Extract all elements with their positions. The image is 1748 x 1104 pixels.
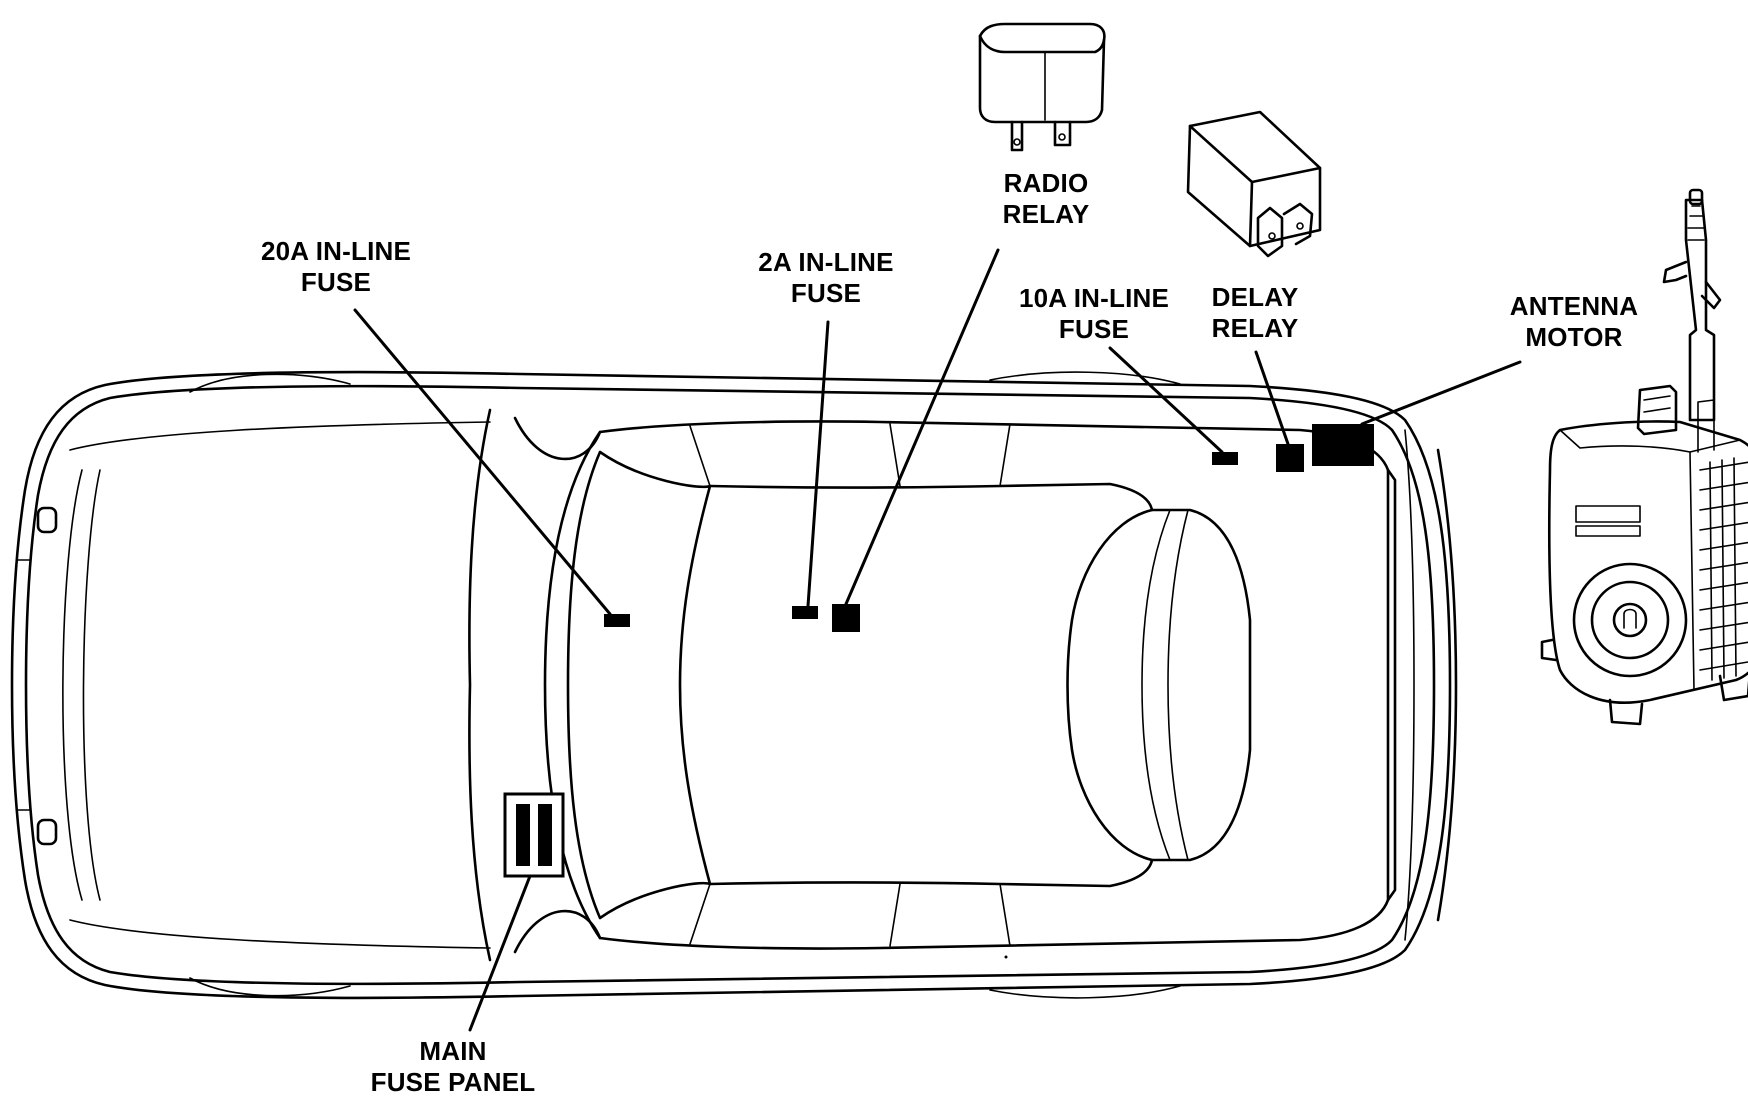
leader-radio-relay [844,248,1000,606]
leader-delay-relay [1254,350,1290,446]
antenna-motor-marker [1312,424,1374,466]
radio-relay-marker [832,604,860,632]
label-line: MOTOR [1525,322,1623,352]
leader-2a-fuse [806,320,830,608]
label-20a-inline-fuse: 20A IN-LINE FUSE [261,236,411,298]
leader-antenna-motor [1360,360,1522,426]
antenna-motor-drawing [1540,188,1748,726]
leader-10a-fuse [1108,346,1224,454]
label-2a-inline-fuse: 2A IN-LINE FUSE [758,247,893,309]
label-line: FUSE [1058,314,1130,344]
delay-relay-marker [1276,444,1304,472]
label-line: DELAY [1211,282,1299,312]
label-line: RELAY [1211,313,1299,343]
delay-relay-drawing [1186,110,1322,258]
leader-20a-fuse [353,308,612,616]
stray-mark [1004,955,1008,959]
label-line: RELAY [1002,199,1090,229]
label-line: FUSE PANEL [370,1067,536,1097]
fuse-20a-marker [604,614,630,627]
label-radio-relay: RADIO RELAY [1003,168,1090,230]
label-10a-inline-fuse: 10A IN-LINE FUSE [1019,283,1169,345]
radio-relay-drawing [978,22,1106,152]
label-line: MAIN [419,1036,487,1066]
leader-lines [353,248,1522,1032]
fuse-10a-marker [1212,452,1238,465]
label-main-fuse-panel: MAIN FUSE PANEL [371,1036,536,1098]
label-line: 10A IN-LINE [1018,283,1170,313]
label-line: ANTENNA [1509,291,1639,321]
label-antenna-motor: ANTENNA MOTOR [1510,291,1639,353]
leader-main-fuse-panel [468,874,532,1032]
car-body [10,370,1458,1000]
label-delay-relay: DELAY RELAY [1212,282,1299,344]
fuse-2a-marker [792,606,818,619]
main-fuse-panel-marker [503,792,565,878]
label-line: RADIO [1003,168,1089,198]
label-line: 20A IN-LINE [260,236,412,266]
label-line: FUSE [300,267,372,297]
label-line: FUSE [790,278,862,308]
label-line: 2A IN-LINE [758,247,894,277]
